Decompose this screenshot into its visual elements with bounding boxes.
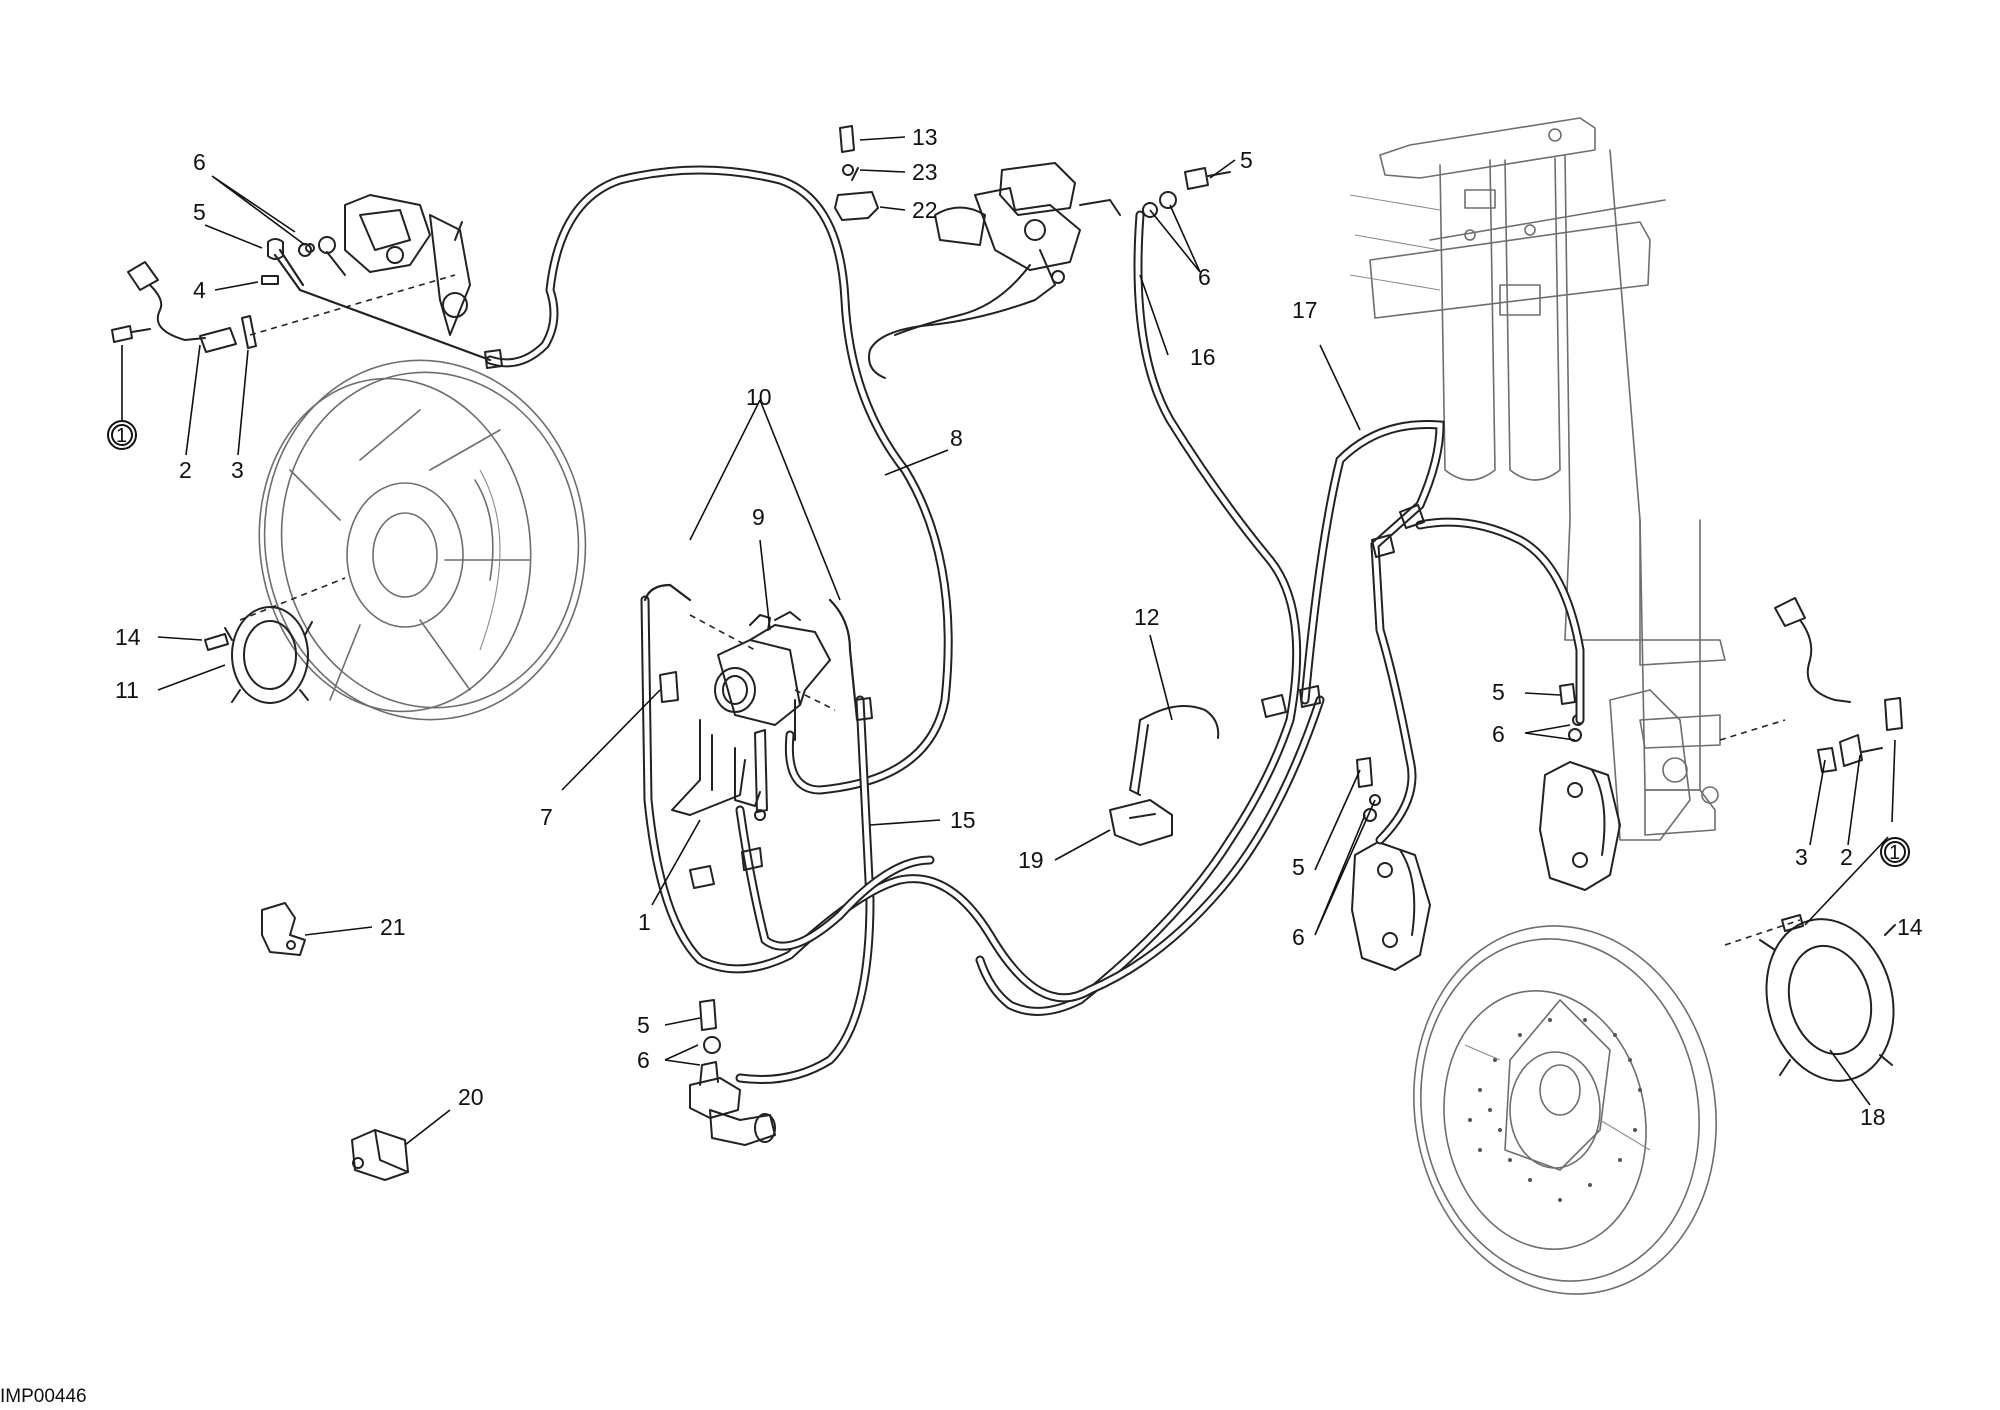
front-fork-drawing [1349, 117, 1726, 841]
rear-caliper-assembly [261, 194, 471, 336]
banjo-bolt-top [1142, 167, 1231, 218]
callout-5-rear: 5 [193, 199, 206, 225]
callout-3-left: 3 [231, 457, 244, 483]
callout-10: 10 [746, 384, 772, 410]
front-caliper-left [1351, 757, 1431, 971]
callout-12: 12 [1134, 604, 1160, 630]
callout-20: 20 [458, 1084, 484, 1110]
callout-6-right-caliper: 6 [1492, 721, 1505, 747]
callout-23: 23 [912, 159, 938, 185]
callout-6-left-caliper: 6 [1292, 924, 1305, 950]
callout-5-left-caliper: 5 [1292, 854, 1305, 880]
callout-19: 19 [1018, 847, 1044, 873]
reference-mark-left-label: 1 [116, 425, 127, 447]
callout-14-left: 14 [115, 624, 141, 650]
callout-4: 4 [193, 277, 206, 303]
callout-6-mid: 6 [637, 1047, 650, 1073]
part-21 [261, 902, 306, 956]
bolt-14-left [204, 633, 229, 651]
front-master-cylinder [868, 162, 1121, 379]
reference-mark-right: 1 [1880, 837, 1910, 867]
callout-5-top: 5 [1240, 147, 1253, 173]
callout-22: 22 [912, 197, 938, 223]
callout-6-top: 6 [1198, 264, 1211, 290]
callout-5-mid: 5 [637, 1012, 650, 1038]
callout-13: 13 [912, 124, 938, 150]
callout-18: 18 [1860, 1104, 1886, 1130]
abs-modulator-unit [659, 611, 831, 821]
bracket-12 [1129, 705, 1220, 796]
rear-abs-sensor-left [111, 261, 257, 353]
callout-1: 1 [638, 909, 651, 935]
clamp-22 [834, 125, 879, 221]
alignment-dashes [239, 274, 1801, 946]
callout-16: 16 [1190, 344, 1216, 370]
callout-2-right: 2 [1840, 844, 1853, 870]
front-abs-sensor-right [1774, 597, 1903, 773]
callout-6-rear: 6 [193, 149, 206, 175]
callout-labels: 6 5 4 1 2 3 14 11 13 23 22 5 6 16 17 10 … [107, 124, 1923, 1130]
callout-17: 17 [1292, 297, 1318, 323]
leader-lines [121, 136, 1896, 1146]
callout-21: 21 [380, 914, 406, 940]
callout-9: 9 [752, 504, 765, 530]
rear-wheel-drawing [258, 359, 587, 721]
front-wheel-drawing [1413, 925, 1717, 1295]
part-20 [351, 1129, 409, 1181]
grommet-19 [1109, 799, 1173, 846]
rear-master-cylinder [689, 999, 776, 1146]
tone-ring-18 [1759, 918, 1896, 1082]
callout-2-left: 2 [179, 457, 192, 483]
callout-8: 8 [950, 425, 963, 451]
tone-ring-11 [224, 606, 313, 704]
callout-7: 7 [540, 804, 553, 830]
reference-mark-right-label: 1 [1889, 842, 1900, 864]
reference-mark-left: 1 [107, 420, 137, 450]
callout-14-right: 14 [1897, 914, 1923, 940]
callout-15: 15 [950, 807, 976, 833]
callout-5-right-caliper: 5 [1492, 679, 1505, 705]
callout-11: 11 [115, 677, 139, 703]
callout-3-right: 3 [1795, 844, 1808, 870]
image-code-label: IMP00446 [0, 1386, 87, 1407]
bolt-14-right [1781, 914, 1804, 932]
brake-hoses [273, 165, 1585, 1085]
